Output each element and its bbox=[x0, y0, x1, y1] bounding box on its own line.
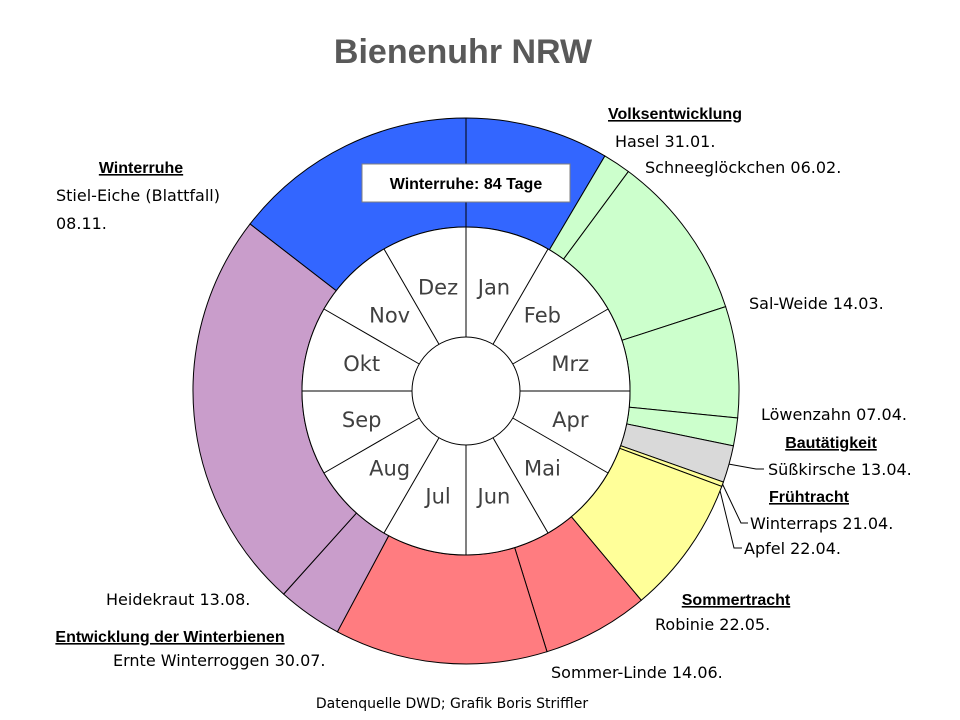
winterruhe-badge: Winterruhe: 84 Tage bbox=[361, 163, 571, 203]
chart-title: Bienenuhr NRW bbox=[334, 33, 593, 71]
phase-segments bbox=[192, 117, 740, 665]
leader-apfel bbox=[719, 490, 742, 549]
month-label-nov: Nov bbox=[369, 304, 410, 328]
event-label-sommer-linde: Sommer-Linde 14.06. bbox=[551, 663, 723, 682]
month-label-aug: Aug bbox=[369, 456, 410, 480]
month-label-dez: Dez bbox=[418, 276, 458, 300]
event-label-winterroggen: Ernte Winterroggen 30.07. bbox=[113, 651, 326, 670]
leader-lines bbox=[719, 463, 764, 549]
event-label-winterraps: Winterraps 21.04. bbox=[750, 514, 893, 533]
month-label-jun: Jun bbox=[476, 484, 511, 508]
month-divider-2 bbox=[512, 308, 609, 365]
event-label-loewenzahn: Löwenzahn 07.04. bbox=[761, 405, 907, 424]
event-label-schneegloeckchen: Schneeglöckchen 06.02. bbox=[645, 158, 841, 177]
month-label-jul: Jul bbox=[423, 484, 450, 508]
month-label-mrz: Mrz bbox=[551, 352, 589, 376]
month-label-apr: Apr bbox=[552, 408, 589, 432]
event-label-apfel: Apfel 22.04. bbox=[744, 539, 841, 558]
heading-sommertracht: Sommertracht bbox=[682, 592, 791, 609]
heading-bautaetigkeit: Bautätigkeit bbox=[785, 435, 877, 452]
heading-winterruhe: Winterruhe bbox=[99, 160, 183, 177]
month-divider-10 bbox=[323, 308, 420, 365]
center-hub bbox=[411, 336, 521, 446]
winterruhe-badge-text: Winterruhe: 84 Tage bbox=[390, 176, 543, 193]
event-label-robinie: Robinie 22.05. bbox=[655, 615, 770, 634]
heading-winterbienen: Entwicklung der Winterbienen bbox=[55, 629, 284, 646]
month-label-feb: Feb bbox=[524, 304, 561, 328]
event-label-sal-weide: Sal-Weide 14.03. bbox=[749, 294, 884, 313]
month-label-mai: Mai bbox=[524, 456, 561, 480]
event-label-stiel-eiche: Stiel-Eiche (Blattfall) 08.11. bbox=[56, 186, 225, 233]
heading-fruehtracht: Frühtracht bbox=[769, 489, 850, 506]
event-label-heidekraut: Heidekraut 13.08. bbox=[106, 590, 250, 609]
month-divider-7 bbox=[383, 437, 440, 534]
source-note: Datenquelle DWD; Grafik Boris Striffler bbox=[316, 696, 588, 712]
leader-winterraps bbox=[722, 484, 748, 524]
month-divider-11 bbox=[383, 248, 440, 345]
heading-volksentwicklung: Volksentwicklung bbox=[608, 106, 742, 123]
leader-suesskirsche bbox=[728, 463, 764, 470]
month-divider-5 bbox=[492, 437, 549, 534]
event-label-hasel: Hasel 31.01. bbox=[615, 132, 715, 151]
month-divider-4 bbox=[512, 417, 609, 474]
month-divider-8 bbox=[323, 417, 420, 474]
event-label-suesskirsche: Süßkirsche 13.04. bbox=[768, 460, 912, 479]
month-label-jan: Jan bbox=[476, 276, 510, 300]
month-label-sep: Sep bbox=[342, 408, 382, 432]
month-divider-1 bbox=[492, 248, 549, 345]
month-label-okt: Okt bbox=[343, 352, 380, 376]
